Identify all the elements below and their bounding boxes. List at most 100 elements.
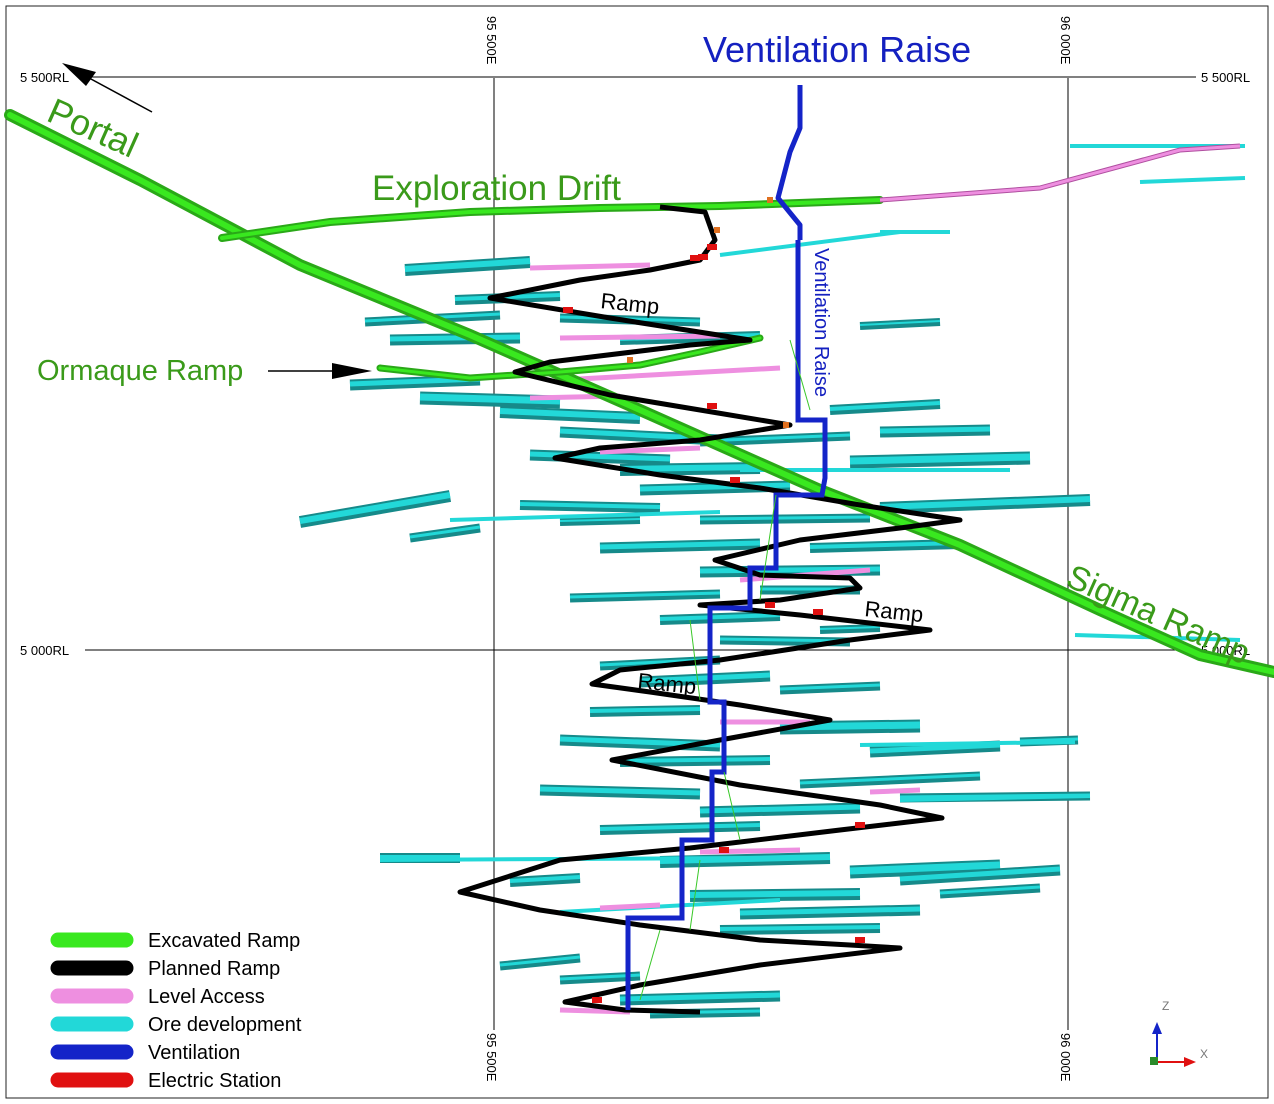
axis-triad: Z X: [1150, 999, 1208, 1067]
legend-item: Ventilation: [50, 1042, 240, 1064]
level-access-drive: [869, 787, 921, 795]
electric-station: [719, 847, 729, 853]
planned-ramp-layer: [457, 204, 963, 1015]
grid: 5 500RL 5 500RL 5 000RL 5 000RL 95 500E …: [20, 16, 1250, 1082]
ore-stope-highlight: [509, 875, 581, 883]
ore-stope-highlight: [849, 453, 1031, 465]
ore-stope-highlight: [699, 804, 861, 814]
connector-lines: [639, 339, 811, 1001]
ore-stope-highlight: [499, 408, 641, 420]
ore-stope-highlight: [389, 334, 521, 342]
rl-label-left-bottom: 5 000RL: [20, 643, 69, 658]
easting-label-top-right: 96 000E: [1058, 16, 1073, 65]
electric-station: [765, 602, 775, 608]
level-access-drive: [529, 262, 651, 271]
z-axis-arrowhead: [1152, 1022, 1162, 1034]
level-access-drive: [559, 1007, 631, 1015]
ore-stope-highlight: [699, 515, 871, 521]
easting-label-bottom-left: 95 500E: [484, 1033, 499, 1082]
legend-label: Ore development: [148, 1014, 302, 1036]
ore-stope-highlight: [829, 401, 941, 411]
legend-item: Excavated Ramp: [50, 930, 300, 952]
ventilation-raise-upper: [775, 85, 803, 240]
ore-stope-highlight: [899, 866, 1061, 882]
ramp-label-upper: Ramp: [599, 288, 660, 319]
ore-stope-highlight: [819, 626, 881, 630]
ventilation-raise-title: Ventilation Raise: [703, 29, 971, 70]
ore-stope-highlight: [689, 890, 861, 898]
electric-station: [698, 254, 708, 260]
electric-station: [592, 997, 602, 1003]
portal-arrow-head: [62, 63, 96, 86]
ore-stope-highlight: [639, 482, 791, 492]
excavated-ramp-layer: [4, 109, 1274, 678]
station-marker: [767, 197, 773, 203]
ore-drift: [719, 230, 901, 257]
ore-stope-highlight: [939, 885, 1041, 895]
ore-drift: [449, 510, 721, 522]
planned-ramp-path: [457, 204, 963, 1015]
easting-label-bottom-right: 96 000E: [1058, 1033, 1073, 1082]
ore-stope-highlight: [719, 925, 881, 931]
electric-station: [707, 244, 717, 250]
connector-line: [723, 771, 741, 841]
sigma-ramp-label: Sigma Ramp: [1061, 558, 1256, 673]
ormaque-arrow-head: [332, 363, 372, 379]
ore-stope-highlight: [849, 861, 1001, 875]
connector-line: [759, 494, 777, 601]
connector-line: [789, 339, 811, 411]
legend-item: Level Access: [50, 986, 265, 1008]
electric-station: [730, 477, 740, 483]
ormaque-ramp-highlight: [378, 336, 762, 380]
y-axis-marker: [1150, 1057, 1158, 1065]
electric-station: [813, 609, 823, 615]
ore-stope-highlight: [569, 591, 721, 599]
ventilation-raise-main: [625, 240, 828, 1010]
ore-stope-highlight: [619, 992, 781, 1002]
ore-stope-highlight: [739, 906, 921, 916]
legend-label: Ventilation: [148, 1042, 240, 1064]
ore-stope-highlight: [529, 451, 671, 462]
ore-stope-highlight: [639, 672, 771, 684]
portal-sigma-ramp-highlight: [7, 112, 1274, 675]
legend-item: Electric Station: [50, 1070, 281, 1092]
level-access-drive: [559, 365, 781, 383]
ore-stope-highlight: [799, 773, 981, 785]
station-marker: [627, 357, 633, 363]
station-marker: [714, 227, 720, 233]
exploration-drift-label: Exploration Drift: [372, 169, 621, 208]
electric-station: [690, 255, 700, 261]
x-axis-arrowhead: [1184, 1057, 1196, 1067]
ore-drift: [1139, 176, 1246, 184]
electric-station: [563, 307, 573, 313]
legend-label: Level Access: [148, 986, 265, 1008]
ore-stope-highlight: [779, 683, 881, 691]
ore-stope-highlight: [869, 742, 1001, 754]
ore-drift: [899, 794, 1091, 802]
ore-stope-highlight: [879, 426, 991, 434]
frame-border: [5, 5, 1269, 1099]
upper-right-level-access-highlight: [879, 144, 1241, 202]
legend-label: Excavated Ramp: [148, 930, 300, 952]
ormaque-ramp-label: Ormaque Ramp: [37, 355, 243, 387]
ore-stope-highlight: [499, 955, 581, 967]
ore-stope-highlight: [559, 518, 641, 522]
ormaque-arrow: [268, 363, 372, 379]
portal-arrow: [62, 63, 153, 113]
z-axis-label: Z: [1162, 999, 1169, 1013]
easting-label-top-left: 95 500E: [484, 16, 499, 65]
ore-stope-highlight: [619, 464, 761, 472]
legend-label: Electric Station: [148, 1070, 281, 1092]
ore-stope-highlight: [659, 613, 781, 621]
ore-stope-highlight: [409, 525, 481, 539]
connector-line: [639, 929, 661, 1001]
ore-stope-highlight: [404, 258, 531, 272]
ore-stope-highlight: [519, 502, 661, 509]
rl-label-left-top: 5 500RL: [20, 70, 69, 85]
level-access-drive: [599, 902, 661, 911]
electric-station: [707, 403, 717, 409]
ore-stope-highlight: [859, 320, 941, 326]
exploration-drift-highlight: [220, 198, 882, 240]
